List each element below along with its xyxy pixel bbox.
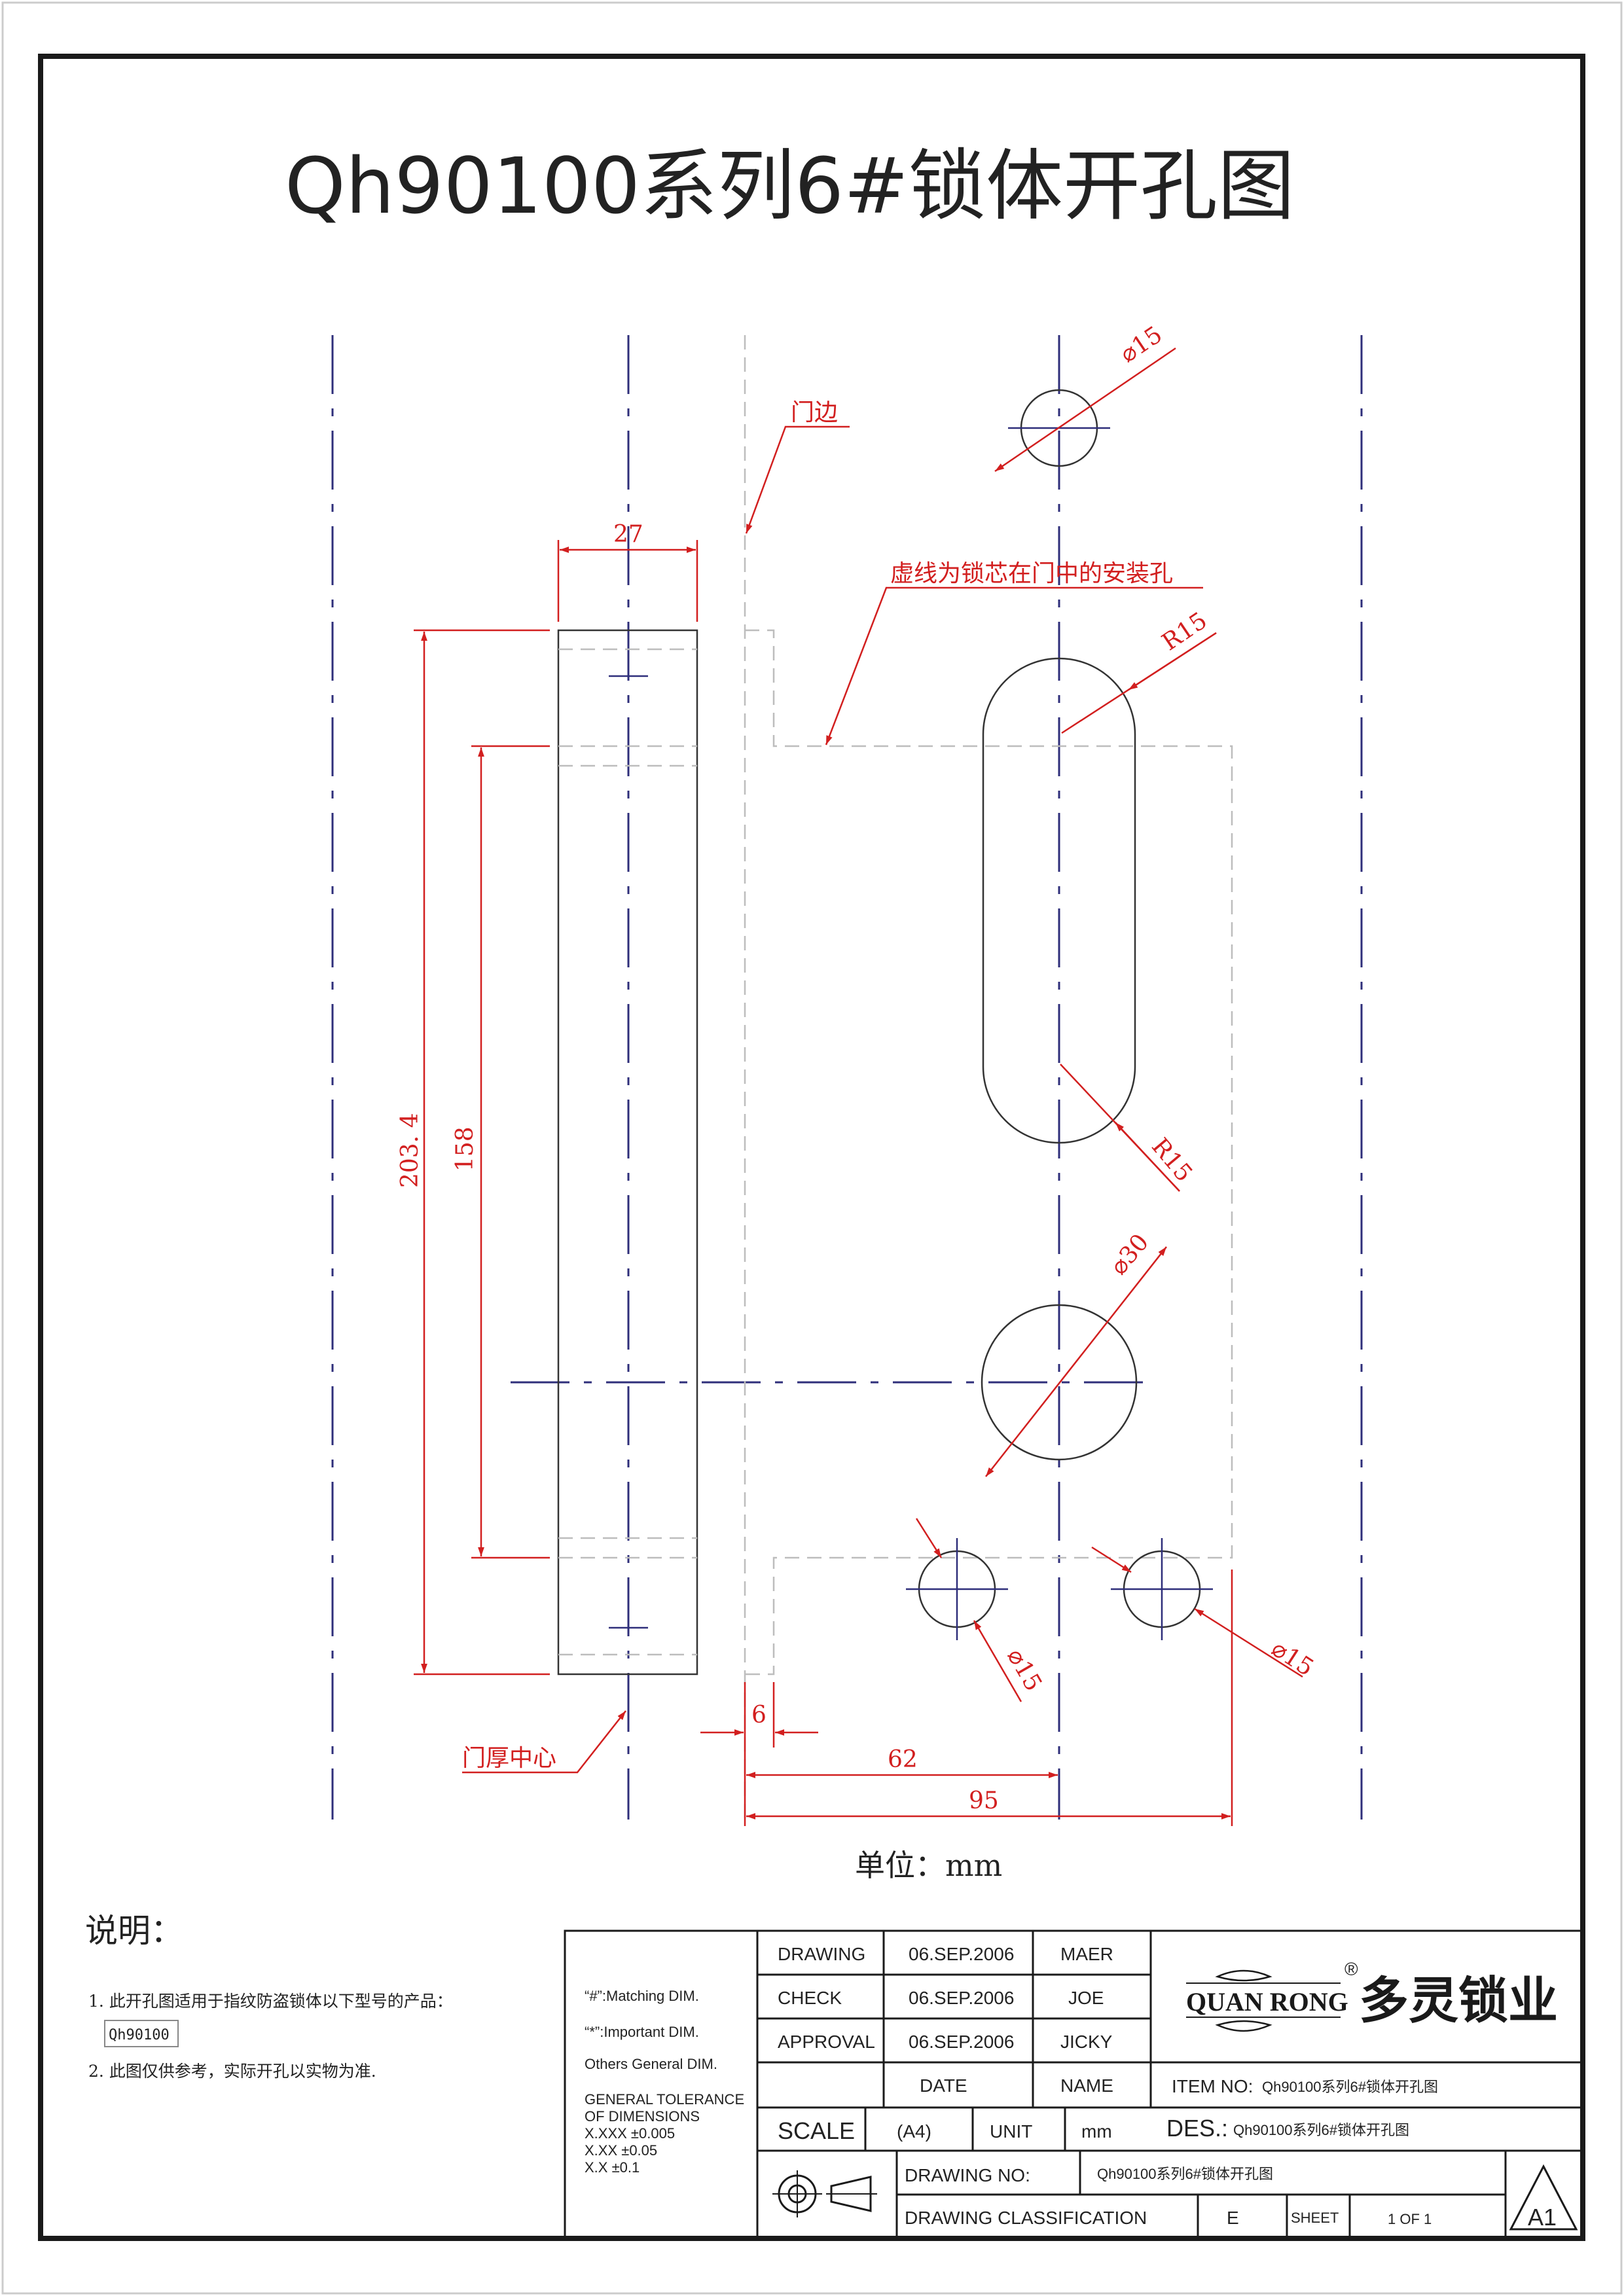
label-door-center: 门厚中心 <box>462 1745 556 1772</box>
logo-text: QUAN RONG <box>1186 1987 1348 2017</box>
brand-name: 多灵锁业 <box>1359 1971 1558 2030</box>
tb-matching: “#”:Matching DIM. <box>585 1988 699 2004</box>
tb-des: Qh90100系列6#锁体开孔图 <box>1233 2122 1409 2138</box>
revision-triangle-icon <box>1509 2164 1578 2231</box>
tb-row-date: 06.SEP.2006 <box>909 2032 1014 2052</box>
dim-dia-15-bl: ⌀15 <box>915 1518 1047 1702</box>
dim-label-dia15-top: ⌀15 <box>1115 321 1167 368</box>
tb-important: “*”:Important DIM. <box>585 2024 699 2040</box>
tb-row-name: JICKY <box>1060 2032 1113 2052</box>
tb-name-header: NAME <box>1060 2075 1113 2096</box>
projection-symbol-icon <box>772 2170 877 2217</box>
tb-classification: E <box>1227 2208 1239 2228</box>
tb-tol-title-2: OF DIMENSIONS <box>585 2108 700 2125</box>
tb-tol-title-1: GENERAL TOLERANCE <box>585 2091 744 2108</box>
hole-bottom-left <box>906 1538 1008 1640</box>
title-block: “#”:Matching DIM. “*”:Important DIM. Oth… <box>564 1929 1584 2240</box>
dim-label-dia15-bl: ⌀15 <box>1001 1644 1047 1696</box>
tb-sheet-label: SHEET <box>1291 2210 1339 2226</box>
tb-drawing-no-label: DRAWING NO: <box>905 2165 1030 2185</box>
tb-tol-3: X.X ±0.1 <box>585 2159 640 2176</box>
dim-height-203: 203. 4 <box>397 629 550 1676</box>
notes-item-1: 1. 此开孔图适用于指纹防盗锁体以下型号的产品： <box>88 1992 453 2011</box>
tb-row-label: APPROVAL <box>778 2032 875 2052</box>
dim-label-r15-bottom: R15 <box>1146 1133 1197 1187</box>
unit-note: 单位：mm <box>855 1848 1002 1883</box>
dim-dist-62: 62 <box>746 1746 1058 1778</box>
lock-body-hidden-outline <box>745 629 1233 1676</box>
tb-drawing-no: Qh90100系列6#锁体开孔图 <box>1097 2166 1273 2182</box>
tb-item-no-label: ITEM NO: <box>1172 2076 1253 2096</box>
registered-mark: ® <box>1344 1959 1358 1979</box>
tb-row-label: CHECK <box>778 1988 842 2008</box>
leader-door-edge: 门边 <box>745 399 850 534</box>
notes-block: 说明： 1. 此开孔图适用于指纹防盗锁体以下型号的产品： Qh90100 2. … <box>85 1912 453 2081</box>
tb-tol-1: X.XXX ±0.005 <box>585 2125 675 2142</box>
tb-others: Others General DIM. <box>585 2056 717 2072</box>
drawing-frame <box>38 54 1585 2241</box>
tb-item-no: Qh90100系列6#锁体开孔图 <box>1262 2079 1438 2095</box>
label-door-edge: 门边 <box>791 399 838 426</box>
tb-unit: mm <box>1081 2121 1112 2142</box>
dim-label-dia15-br: ⌀15 <box>1267 1635 1318 1681</box>
notes-heading: 说明： <box>85 1912 183 1950</box>
company-logo: QUAN RONG <box>1186 1969 1348 2032</box>
tb-scale: (A4) <box>897 2121 931 2142</box>
dim-label-95: 95 <box>969 1787 999 1814</box>
label-dashed-note: 虚线为锁芯在门中的安装孔 <box>890 560 1173 587</box>
tb-sheet: 1 OF 1 <box>1388 2211 1432 2227</box>
dim-r15-bottom: R15 <box>1060 1064 1197 1192</box>
notes-item-2: 2. 此图仅供参考，实际开孔以实物为准. <box>88 2062 376 2081</box>
dim-label-203: 203. 4 <box>397 1113 424 1188</box>
notes-model: Qh90100 <box>109 2027 170 2043</box>
tb-tol-2: X.XX ±0.05 <box>585 2142 657 2159</box>
tb-classification-label: DRAWING CLASSIFICATION <box>905 2208 1147 2228</box>
tb-des-label: DES.: <box>1166 2115 1228 2142</box>
dim-label-62: 62 <box>888 1746 918 1773</box>
dim-r15-top: R15 <box>1061 607 1217 734</box>
tb-row-label: DRAWING <box>778 1944 865 1964</box>
dim-dist-95: 95 <box>746 1570 1233 1826</box>
tb-unit-label: UNIT <box>990 2121 1032 2142</box>
tb-row-name: JOE <box>1068 1988 1104 2008</box>
center-lines <box>331 335 1363 1820</box>
tb-scale-label: SCALE <box>778 2117 855 2144</box>
dim-dia-15-br: ⌀15 <box>1091 1546 1318 1681</box>
dim-width-27: 27 <box>557 521 698 622</box>
leader-door-center: 门厚中心 <box>462 1710 626 1774</box>
dim-offset-6: 6 <box>700 1682 818 1826</box>
dim-dia-15-top: ⌀15 <box>994 321 1176 473</box>
tb-row-date: 06.SEP.2006 <box>909 1988 1014 2008</box>
dim-dia-30: ⌀30 <box>985 1229 1167 1477</box>
slot-hole <box>982 657 1136 1144</box>
dim-label-6: 6 <box>751 1702 767 1729</box>
tb-row-name: MAER <box>1060 1944 1113 1964</box>
hole-bottom-right <box>1111 1538 1213 1640</box>
dim-label-27: 27 <box>613 521 643 548</box>
drawing-title: Qh90100系列6#锁体开孔图 <box>285 141 1295 231</box>
tb-row-date: 06.SEP.2006 <box>909 1944 1014 1964</box>
lock-body-strip <box>557 629 698 1676</box>
dim-label-158: 158 <box>452 1126 478 1172</box>
dim-label-r15-top: R15 <box>1157 607 1212 656</box>
leader-dashed-note: 虚线为锁芯在门中的安装孔 <box>825 560 1203 745</box>
tb-date-header: DATE <box>920 2075 967 2096</box>
tb-revision: A1 <box>1528 2204 1557 2231</box>
dim-height-158: 158 <box>452 745 550 1559</box>
